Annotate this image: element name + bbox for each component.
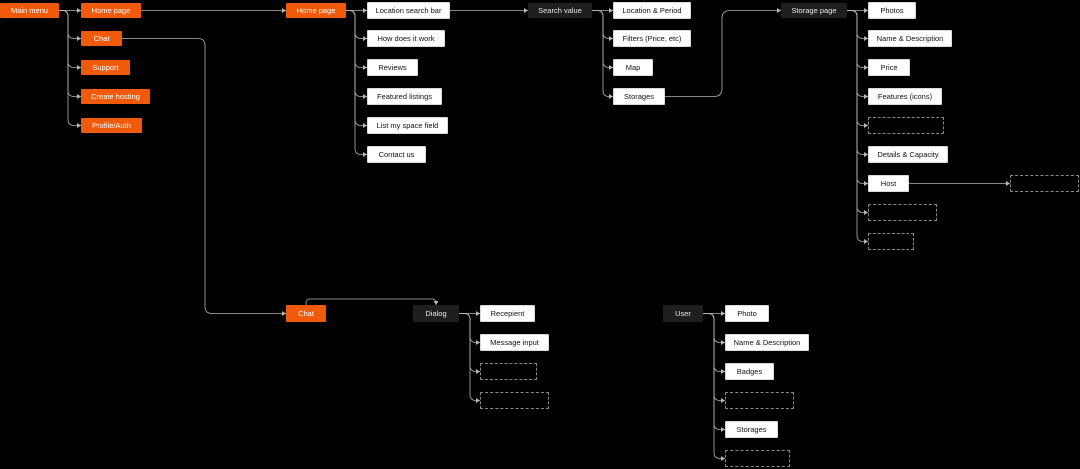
node-user-photo: Photo — [725, 305, 769, 322]
edge-storage-page-to-sp-price-arrowhead — [864, 65, 868, 70]
edge-main-menu-to-home-page-1-arrowhead — [77, 8, 81, 13]
node-message-input: Message input — [480, 334, 549, 351]
node-map: Map — [613, 59, 653, 76]
edge-storage-page-to-sp-name-desc — [847, 10, 868, 39]
node-support: Support — [81, 60, 130, 75]
node-home-page-1: Home page — [81, 3, 141, 18]
edge-storage-page-to-sp-dashed-1-arrowhead — [864, 123, 868, 128]
edge-storage-page-to-sp-host-arrowhead — [864, 181, 868, 186]
node-user-dashed-1 — [725, 392, 794, 409]
edge-user-to-user-photo-arrowhead — [721, 311, 725, 316]
node-storages-search: Storages — [613, 88, 665, 105]
edge-user-to-user-badges-arrowhead — [721, 369, 725, 374]
node-profile-auth: Profile/Auth — [81, 118, 142, 133]
node-list-my-space-field: List my space field — [367, 117, 448, 134]
edge-main-menu-to-support-arrowhead — [77, 65, 81, 70]
node-contact-us: Contact us — [367, 146, 426, 163]
node-sp-name-desc: Name & Description — [868, 30, 952, 47]
node-home-page-2: Home page — [286, 3, 346, 18]
edge-dialog-to-recepient-arrowhead — [476, 311, 480, 316]
edge-home-page-2-to-how-does-it-work — [346, 10, 367, 39]
node-dialog: Dialog — [413, 305, 459, 322]
node-recepient: Recepient — [480, 305, 535, 322]
node-sp-price: Price — [868, 59, 910, 76]
node-host-dashed — [1010, 175, 1079, 192]
edge-main-menu-to-create-hosting — [59, 10, 81, 97]
node-create-hosting: Create hosting — [81, 89, 150, 104]
edge-main-menu-to-chat-menu — [59, 10, 81, 39]
edge-storage-page-to-sp-photos-arrowhead — [864, 8, 868, 13]
node-sp-dashed-2 — [868, 204, 937, 221]
edge-sp-host-to-host-dashed-arrowhead — [1006, 181, 1010, 186]
edge-chat-menu-to-chat-page-arrowhead — [282, 311, 286, 316]
node-dlg-dashed-1 — [480, 363, 537, 380]
edge-storages-search-to-storage-page — [665, 10, 781, 97]
edge-dialog-to-message-input-arrowhead — [476, 340, 480, 345]
edge-main-menu-to-profile-auth — [59, 10, 81, 126]
edge-location-search-bar-to-search-value-arrowhead — [524, 8, 528, 13]
edge-chat-menu-to-chat-page — [122, 38, 286, 314]
edge-home-page-2-to-list-my-space-field-arrowhead — [363, 123, 367, 128]
edge-search-value-to-filters-arrowhead — [609, 36, 613, 41]
edge-main-menu-to-create-hosting-arrowhead — [77, 94, 81, 99]
node-storage-page: Storage page — [781, 3, 847, 18]
edge-chat-page-to-dialog-arrowhead — [433, 301, 439, 305]
node-user-dashed-2 — [725, 450, 790, 467]
node-sp-features: Features (icons) — [868, 88, 942, 105]
node-sp-host: Host — [868, 175, 909, 192]
edge-search-value-to-map-arrowhead — [609, 65, 613, 70]
node-chat-menu: Chat — [81, 31, 122, 46]
edge-home-page-2-to-featured-listings-arrowhead — [363, 94, 367, 99]
edge-storage-page-to-sp-name-desc-arrowhead — [864, 36, 868, 41]
node-user: User — [663, 305, 703, 322]
edge-home-page-2-to-featured-listings — [346, 10, 367, 97]
edge-dialog-to-dlg-dashed-2 — [459, 313, 480, 401]
node-user-storages: Storages — [725, 421, 778, 438]
edge-home-page-2-to-reviews-arrowhead — [363, 65, 367, 70]
node-reviews: Reviews — [367, 59, 418, 76]
node-chat-page: Chat — [286, 305, 326, 322]
edge-storage-page-to-sp-details-capacity-arrowhead — [864, 152, 868, 157]
node-location-period: Location & Period — [613, 2, 691, 19]
edge-home-page-1-to-home-page-2-arrowhead — [282, 8, 286, 13]
edge-storage-page-to-sp-details-capacity — [847, 10, 868, 155]
node-sp-details-capacity: Details & Capacity — [868, 146, 948, 163]
edge-storages-search-to-storage-page-arrowhead — [777, 8, 781, 13]
node-search-value: Search value — [528, 3, 592, 18]
edge-storage-page-to-sp-dashed-2-arrowhead — [864, 210, 868, 215]
edge-home-page-2-to-location-search-bar-arrowhead — [363, 8, 367, 13]
edge-dialog-to-dlg-dashed-1-arrowhead — [476, 369, 480, 374]
edge-storage-page-to-sp-features — [847, 10, 868, 97]
node-sp-photos: Photos — [868, 2, 916, 19]
node-dlg-dashed-2 — [480, 392, 549, 409]
node-sp-dashed-1 — [868, 117, 944, 134]
edge-search-value-to-storages-search-arrowhead — [609, 94, 613, 99]
edge-user-to-user-name-desc-arrowhead — [721, 340, 725, 345]
node-filters: Filters (Price, etc) — [613, 30, 691, 47]
edge-search-value-to-storages-search — [592, 10, 613, 97]
node-user-name-desc: Name & Description — [725, 334, 809, 351]
edge-home-page-2-to-contact-us-arrowhead — [363, 152, 367, 157]
edge-home-page-2-to-contact-us — [346, 10, 367, 155]
edge-storage-page-to-sp-features-arrowhead — [864, 94, 868, 99]
node-sp-dashed-3 — [868, 233, 914, 250]
edge-main-menu-to-chat-menu-arrowhead — [77, 36, 81, 41]
edge-user-to-user-storages-arrowhead — [721, 427, 725, 432]
edge-user-to-user-dashed-2 — [703, 313, 725, 459]
edge-storage-page-to-sp-dashed-3 — [847, 10, 868, 242]
edge-search-value-to-location-period-arrowhead — [609, 8, 613, 13]
node-main-menu: Main menu — [0, 3, 59, 18]
node-user-badges: Badges — [725, 363, 774, 380]
node-featured-listings: Featured listings — [367, 88, 442, 105]
edge-user-to-user-dashed-1-arrowhead — [721, 398, 725, 403]
node-how-does-it-work: How does it work — [367, 30, 445, 47]
edge-user-to-user-dashed-2-arrowhead — [721, 456, 725, 461]
edge-main-menu-to-profile-auth-arrowhead — [77, 123, 81, 128]
edge-dialog-to-dlg-dashed-2-arrowhead — [476, 398, 480, 403]
node-location-search-bar: Location search bar — [367, 2, 450, 19]
edge-storage-page-to-sp-dashed-3-arrowhead — [864, 239, 868, 244]
edge-home-page-2-to-how-does-it-work-arrowhead — [363, 36, 367, 41]
